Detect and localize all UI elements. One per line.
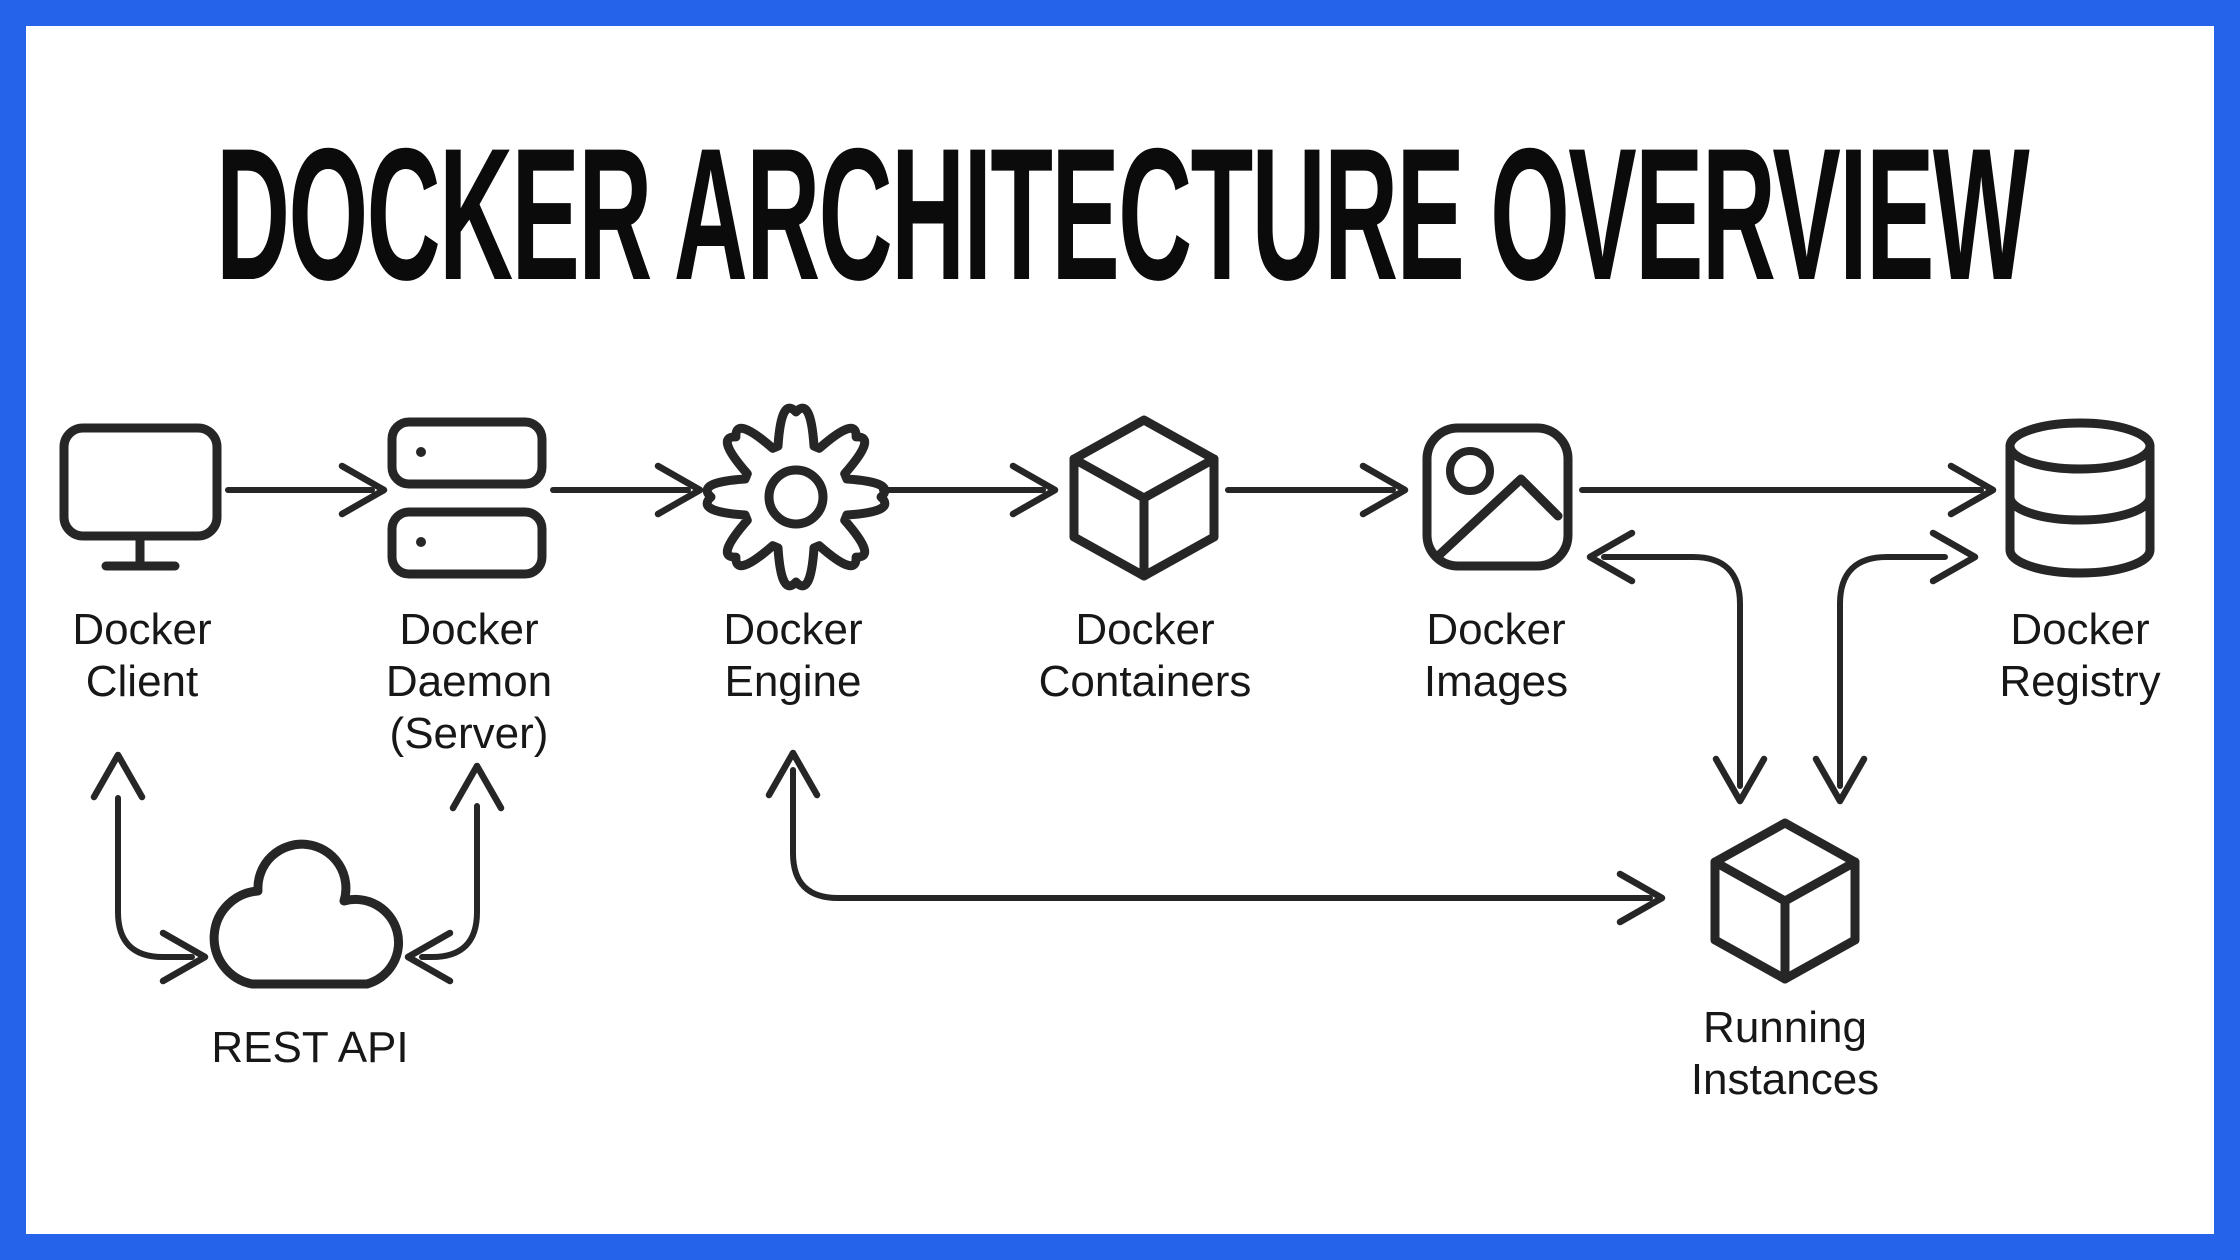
- cube-icon: [1710, 818, 1860, 984]
- node-docker-engine: Docker Engine: [702, 403, 890, 706]
- canvas-background: [26, 26, 2214, 1234]
- label-docker-images-1: Docker: [1426, 605, 1565, 654]
- database-icon: [2005, 418, 2155, 578]
- picture-icon: [1422, 423, 1573, 571]
- label-docker-engine-2: Engine: [724, 657, 861, 706]
- label-docker-registry-2: Registry: [1999, 657, 2160, 706]
- node-docker-containers: Docker Containers: [1039, 415, 1252, 706]
- label-docker-daemon-3: (Server): [390, 709, 549, 758]
- label-docker-registry-1: Docker: [2010, 605, 2149, 654]
- edge-client-restapi: [90, 751, 209, 985]
- cloud-icon: [209, 839, 404, 989]
- edge-running-registry: [1812, 529, 1979, 805]
- server-stack-icon: [387, 417, 547, 579]
- monitor-icon: [59, 423, 222, 571]
- edge-containers-images: [1225, 462, 1409, 518]
- label-rest-api: REST API: [211, 1023, 408, 1072]
- cube-icon: [1069, 415, 1219, 581]
- edges: [90, 462, 1997, 985]
- node-docker-daemon: Docker Daemon (Server): [386, 417, 552, 758]
- node-docker-registry: Docker Registry: [1999, 418, 2161, 706]
- label-docker-containers-1: Docker: [1075, 605, 1214, 654]
- label-docker-client-2: Client: [86, 657, 199, 706]
- label-running-instances-2: Instances: [1691, 1055, 1879, 1104]
- edge-engine-running: [765, 749, 1666, 926]
- page-title: DOCKER ARCHITECTURE OVERVIEW: [216, 109, 2030, 319]
- gear-icon: [702, 403, 890, 591]
- node-running-instances: Running Instances: [1691, 818, 1879, 1104]
- label-docker-engine-1: Docker: [723, 605, 862, 654]
- edge-engine-containers: [879, 462, 1059, 518]
- label-docker-images-2: Images: [1424, 657, 1568, 706]
- label-docker-containers-2: Containers: [1039, 657, 1252, 706]
- label-docker-client-1: Docker: [72, 605, 211, 654]
- label-docker-daemon-2: Daemon: [386, 657, 552, 706]
- label-running-instances-1: Running: [1703, 1003, 1867, 1052]
- edge-daemon-engine: [550, 462, 704, 518]
- edge-client-daemon: [225, 462, 388, 518]
- edge-images-running: [1586, 529, 1768, 805]
- edge-images-registry: [1579, 462, 1997, 518]
- node-docker-images: Docker Images: [1422, 423, 1573, 706]
- node-rest-api: REST API: [209, 839, 409, 1072]
- node-docker-client: Docker Client: [59, 423, 222, 706]
- edge-restapi-daemon: [404, 762, 505, 985]
- label-docker-daemon-1: Docker: [399, 605, 538, 654]
